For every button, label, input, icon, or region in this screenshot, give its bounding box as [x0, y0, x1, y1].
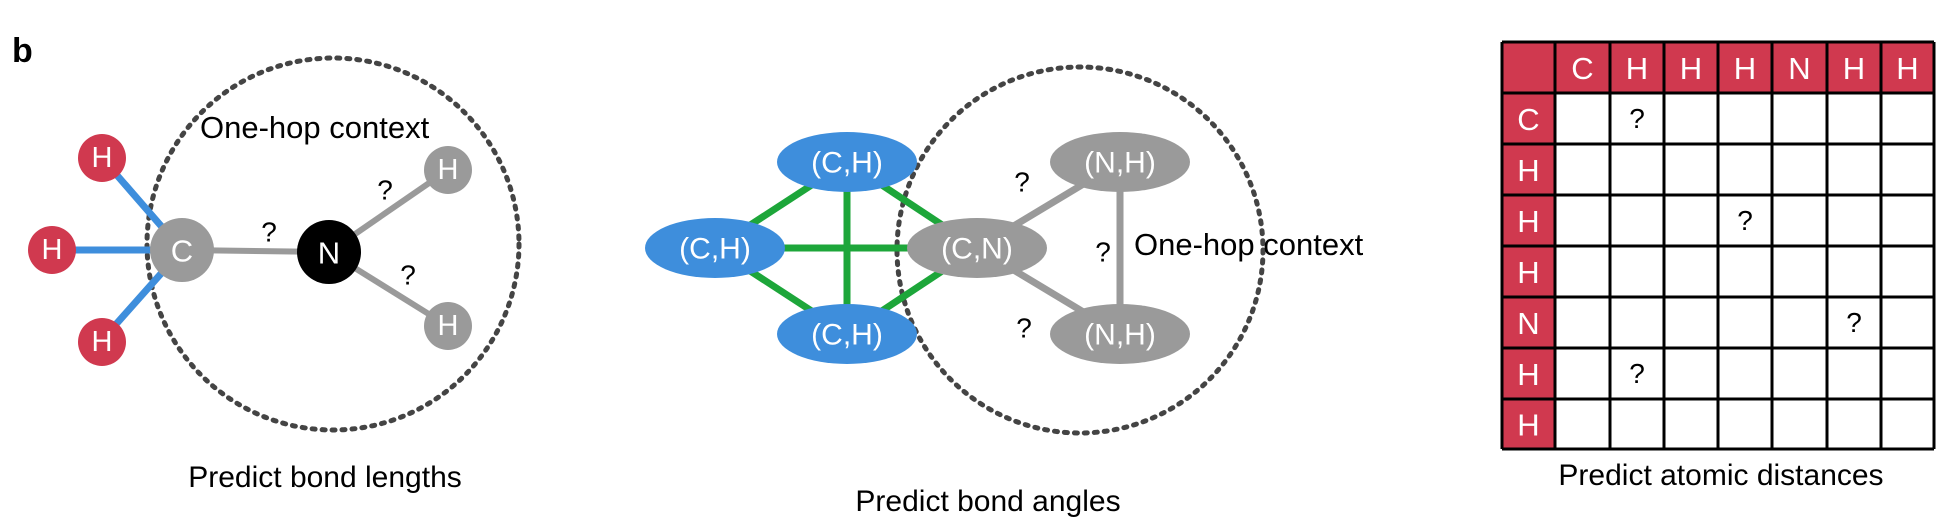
node-nh-top — [1050, 132, 1190, 192]
matrix-cell-unknown: ? — [1737, 205, 1753, 236]
row-header-4: N — [1517, 306, 1539, 341]
unknown-bond-c-n: ? — [261, 217, 277, 248]
column-header-2: H — [1680, 51, 1702, 86]
node-ch-bottom-label: (C,H) — [811, 319, 883, 352]
node-nh-top-label: (N,H) — [1084, 147, 1156, 180]
column-header-4: N — [1788, 51, 1810, 86]
carbon-atom — [150, 218, 214, 282]
one-hop-context-circle — [144, 55, 522, 433]
matrix-cell-unknown: ? — [1846, 307, 1862, 338]
row-header-1: H — [1517, 153, 1539, 188]
row-header-5: H — [1517, 357, 1539, 392]
node-ch-top-label: (C,H) — [811, 147, 883, 180]
hydrogen-atom-right-top-label: H — [438, 154, 459, 186]
hydrogen-atom-top-label: H — [92, 142, 113, 174]
hydrogen-atom-bottom-label: H — [92, 326, 113, 358]
column-header-3: H — [1734, 51, 1756, 86]
unknown-bond-n-h-top: ? — [377, 175, 393, 206]
row-header-6: H — [1517, 408, 1539, 443]
unknown-angle-bottom: ? — [1016, 313, 1032, 344]
nitrogen-atom — [297, 220, 361, 284]
row-header-0: C — [1517, 102, 1539, 137]
hydrogen-atom-bottom — [78, 318, 126, 366]
panel-label: b — [12, 32, 33, 70]
node-nh-bottom — [1050, 304, 1190, 364]
one-hop-context-label: One-hop context — [200, 110, 430, 145]
column-header-0: C — [1571, 51, 1593, 86]
matrix-cell-unknown: ? — [1629, 358, 1645, 389]
column-header-6: H — [1896, 51, 1918, 86]
node-nh-bottom-label: (N,H) — [1084, 319, 1156, 352]
unknown-angle-mid: ? — [1095, 237, 1111, 268]
unknown-angle-top: ? — [1014, 167, 1030, 198]
row-header-2: H — [1517, 204, 1539, 239]
node-cn-label: (C,N) — [941, 233, 1013, 266]
node-cn — [907, 218, 1047, 278]
hydrogen-atom-right-bottom — [424, 302, 472, 350]
atomic-distances-caption: Predict atomic distances — [1558, 459, 1883, 492]
node-ch-left — [645, 218, 785, 278]
node-ch-top — [777, 132, 917, 192]
hydrogen-atom-top — [78, 134, 126, 182]
column-header-5: H — [1843, 51, 1865, 86]
unknown-bond-n-h-bottom: ? — [400, 260, 416, 291]
node-ch-bottom — [777, 304, 917, 364]
hydrogen-atom-mid-label: H — [42, 234, 63, 266]
bond-angles-caption: Predict bond angles — [855, 485, 1120, 518]
hydrogen-atom-right-top — [424, 146, 472, 194]
node-ch-left-label: (C,H) — [679, 233, 751, 266]
bond-lengths-diagram: One-hop context H H H C N H H ? ? ? Pred… — [28, 55, 522, 494]
matrix-cell-unknown: ? — [1629, 103, 1645, 134]
hydrogen-atom-mid — [28, 226, 76, 274]
row-header-3: H — [1517, 255, 1539, 290]
column-header-1: H — [1626, 51, 1648, 86]
nitrogen-atom-label: N — [318, 236, 340, 271]
hydrogen-atom-right-bottom-label: H — [438, 310, 459, 342]
one-hop-context-label-2: One-hop context — [1134, 227, 1364, 262]
bond-angles-diagram: (C,H) (C,H) (C,H) (C,N) (N,H) (N,H) ? ? … — [645, 64, 1364, 518]
carbon-atom-label: C — [171, 234, 193, 269]
bond-lengths-caption: Predict bond lengths — [188, 461, 462, 494]
